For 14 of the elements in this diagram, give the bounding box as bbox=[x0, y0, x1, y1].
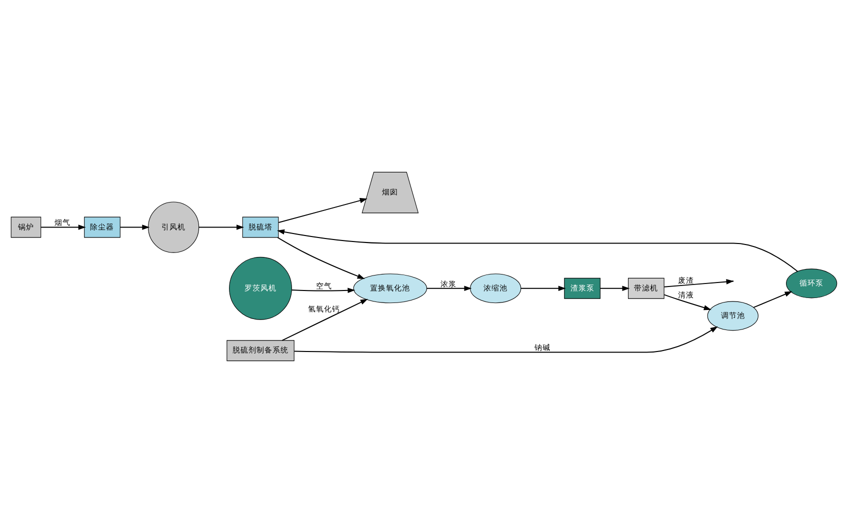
arrow bbox=[40, 224, 86, 230]
arrow bbox=[664, 294, 712, 310]
arrow bbox=[753, 290, 792, 308]
arrow bbox=[198, 224, 244, 230]
arrow bbox=[294, 326, 718, 352]
arrow bbox=[276, 228, 798, 272]
arrow bbox=[426, 285, 472, 291]
arrow bbox=[120, 224, 150, 230]
arrow bbox=[520, 285, 566, 291]
arrow bbox=[600, 285, 630, 291]
arrow bbox=[278, 198, 368, 222]
arrow bbox=[291, 287, 356, 292]
arrow bbox=[282, 298, 368, 340]
arrow bbox=[277, 236, 365, 279]
